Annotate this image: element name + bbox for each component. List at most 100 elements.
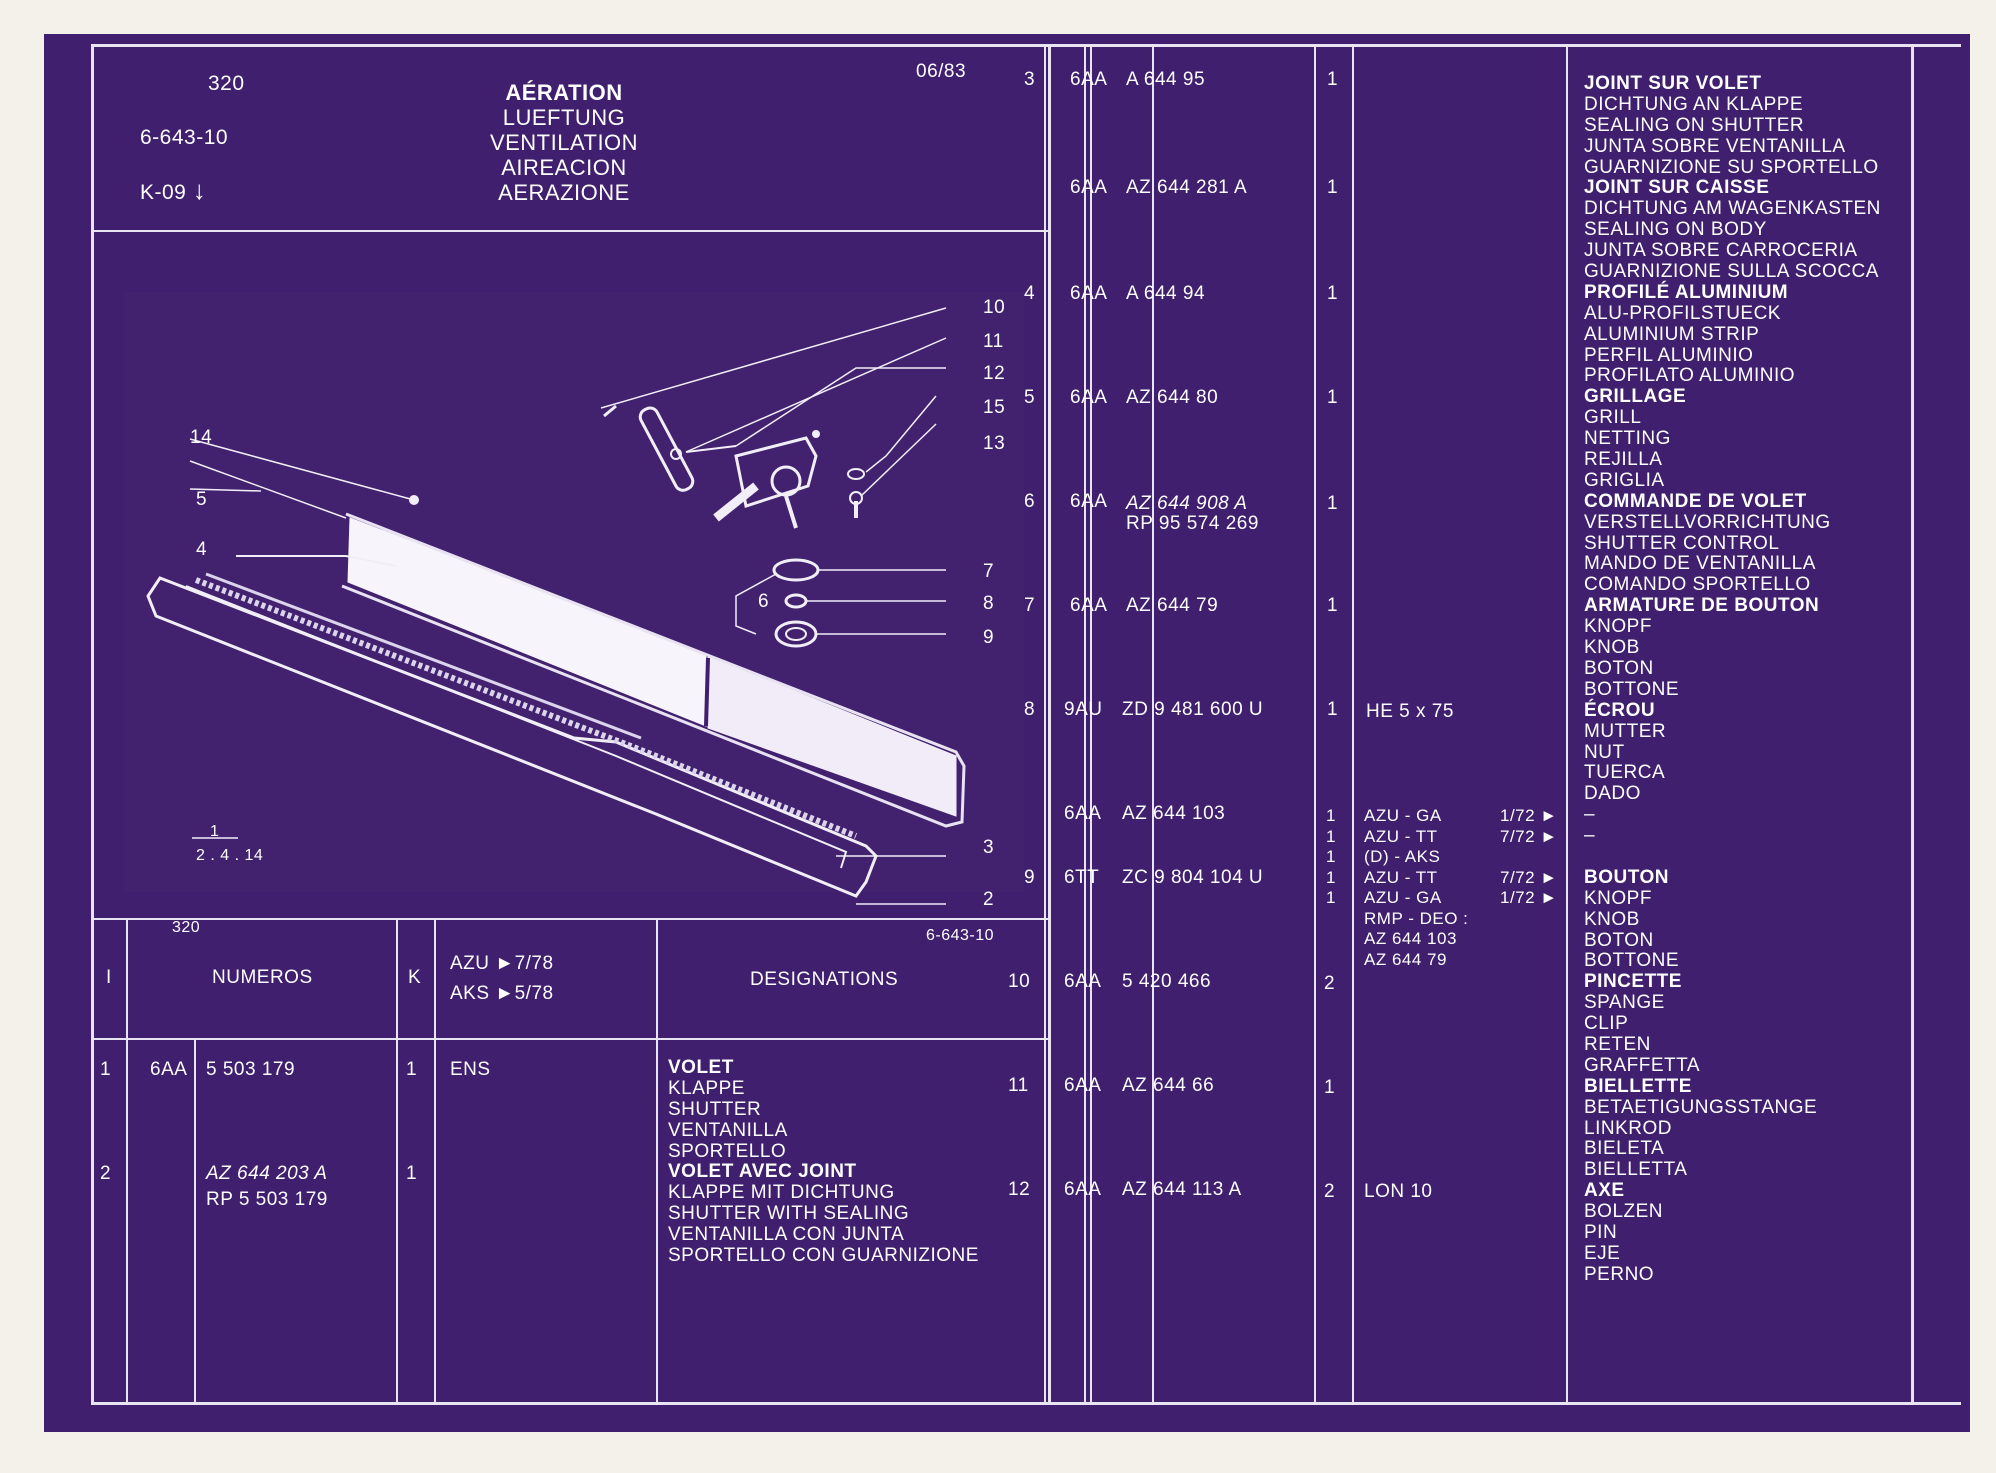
r-row-12-ref: AZ 644 113 A	[1122, 1179, 1242, 1200]
col-line	[1084, 44, 1086, 1404]
designation-line: –	[1584, 825, 1596, 847]
down-arrow-icon: ↓	[192, 175, 207, 205]
fraction-numerator: 1	[210, 823, 220, 840]
designation-line: PERNO	[1584, 1263, 1655, 1285]
title-it: AERAZIONE	[498, 180, 630, 205]
applic-qty-block: 1 1 1 1 1	[1326, 806, 1336, 909]
microfiche-sheet: 320 6-643-10 K-09 ↓ 06/83 AÉRATION LUEFT…	[44, 34, 1970, 1432]
designation-line: RETEN	[1584, 1033, 1651, 1055]
diagram-divider	[91, 918, 1051, 920]
callout-15: 15	[983, 397, 1006, 418]
r-row-8-item: 8	[1024, 699, 1036, 720]
r-row-5-ref: AZ 644 80	[1126, 387, 1219, 408]
r-row-6-item: 6	[1024, 491, 1036, 512]
col-line	[1090, 44, 1092, 1404]
designation-line: KNOPF	[1584, 616, 1652, 638]
applic-date: 1/72 ►	[1500, 888, 1558, 907]
plate-reference: 6-643-10	[140, 126, 229, 149]
applic-line: AZU - TT	[1364, 826, 1438, 846]
r-row-12-code: 6AA	[1064, 1179, 1102, 1200]
designation-line: SHUTTER CONTROL	[1584, 532, 1780, 554]
row-1-ref: 5 503 179	[206, 1059, 296, 1080]
designation-line: VOLET AVEC JOINT	[668, 1161, 857, 1183]
applic-line: AZ 644 103	[1364, 929, 1457, 948]
callout-11: 11	[983, 331, 1004, 352]
designation-line: VERSTELLVORRICHTUNG	[1584, 511, 1831, 533]
designation-line: LINKROD	[1584, 1117, 1672, 1139]
title-de: LUEFTUNG	[502, 105, 626, 130]
designation-line: BOTON	[1584, 929, 1654, 951]
applic-date: 7/72 ►	[1500, 867, 1558, 887]
applic-qty: 1	[1326, 806, 1336, 825]
designation-line: SPORTELLO	[668, 1140, 787, 1162]
designation-line: SPORTELLO CON GUARNIZIONE	[668, 1245, 979, 1267]
r-row-11-code: 6AA	[1064, 1075, 1102, 1096]
applic-qty: 1	[1326, 847, 1336, 866]
r-row-7-ref: AZ 644 79	[1126, 595, 1219, 616]
r-row-3b-qty: 1	[1327, 177, 1339, 198]
r-row-4-qty: 1	[1327, 283, 1339, 304]
designation-line: BETAETIGUNGSSTANGE	[1584, 1096, 1818, 1118]
designation-line: SHUTTER WITH SEALING	[668, 1203, 910, 1225]
callout-6: 6	[758, 591, 770, 612]
designation-line: ARMATURE DE BOUTON	[1584, 595, 1820, 617]
k-code: K-09 ↓	[140, 177, 206, 203]
r-row-6-ref: AZ 644 908 A	[1126, 493, 1248, 514]
callout-13: 13	[983, 433, 1006, 454]
callout-9: 9	[983, 627, 995, 648]
designation-line: JUNTA SOBRE VENTANILLA	[1584, 135, 1846, 157]
r-row-11-ref: AZ 644 66	[1122, 1075, 1215, 1096]
col-line	[1566, 44, 1568, 1404]
designation-line: KLAPPE	[668, 1077, 745, 1099]
designation-line: DICHTUNG AN KLAPPE	[1584, 93, 1804, 115]
designation-line: DADO	[1584, 783, 1641, 805]
frame-left	[91, 44, 94, 1404]
applic-qty: 1	[1326, 888, 1336, 907]
r-row-11-item: 11	[1008, 1075, 1029, 1096]
callout-7: 7	[983, 561, 995, 582]
designation-line: GUARNIZIONE SU SPORTELLO	[1584, 156, 1879, 178]
frame-top	[91, 44, 1961, 47]
r-row-8-ref: ZD 9 481 600 U	[1122, 699, 1264, 720]
designation-line: BOTTONE	[1584, 678, 1679, 700]
row-1-code: 6AA	[150, 1059, 188, 1080]
r-row-3-item: 3	[1024, 69, 1036, 90]
r-row-7-code: 6AA	[1070, 595, 1108, 616]
designation-line: PROFILÉ ALUMINIUM	[1584, 281, 1789, 303]
designation-line: JOINT SUR VOLET	[1584, 73, 1762, 94]
title-es: AIREACION	[501, 155, 627, 180]
title-en: VENTILATION	[489, 130, 639, 155]
r-row-8-note: HE 5 x 75	[1366, 701, 1454, 722]
r-row-5-item: 5	[1024, 387, 1036, 408]
designation-line: GRAFFETTA	[1584, 1054, 1701, 1076]
col-header-applic-1: AZU ►7/78	[450, 953, 554, 974]
designation-line: BOUTON	[1584, 866, 1669, 888]
designation-line: PROFILATO ALUMINIO	[1584, 365, 1796, 387]
designation-line: DICHTUNG AM WAGENKASTEN	[1584, 198, 1881, 220]
designation-line: KNOB	[1584, 908, 1640, 930]
col-header-item: I	[106, 967, 112, 988]
designation-line: TUERCA	[1584, 762, 1666, 784]
r-row-5-code: 6AA	[1070, 387, 1108, 408]
applic-line: AZU - TT	[1364, 867, 1438, 887]
column-header-divider	[91, 1038, 1051, 1040]
col-line	[1152, 44, 1154, 1404]
designation-line: KLAPPE MIT DICHTUNG	[668, 1182, 895, 1204]
designation-line: AXE	[1584, 1180, 1625, 1202]
applic-date: 7/72 ►	[1500, 826, 1558, 846]
r-row-10-code: 6AA	[1064, 971, 1102, 992]
r-row-8-qty: 1	[1327, 699, 1339, 720]
r-row-7-item: 7	[1024, 595, 1036, 616]
designation-line: GRILLAGE	[1584, 386, 1687, 408]
title-block: AÉRATION LUEFTUNG VENTILATION AIREACION …	[454, 80, 674, 205]
designation-line: NUT	[1584, 741, 1625, 763]
r-row-8b-code: 6AA	[1064, 803, 1102, 824]
designation-line: COMMANDE DE VOLET	[1584, 490, 1807, 512]
designation-line: ALUMINIUM STRIP	[1584, 323, 1760, 345]
callout-10: 10	[983, 297, 1006, 318]
designation-line: SHUTTER	[668, 1098, 762, 1120]
callout-5: 5	[196, 489, 208, 510]
applic-line: (D) - AKS	[1364, 847, 1441, 866]
model-number: 320	[208, 72, 245, 95]
col-line	[1044, 44, 1046, 1404]
